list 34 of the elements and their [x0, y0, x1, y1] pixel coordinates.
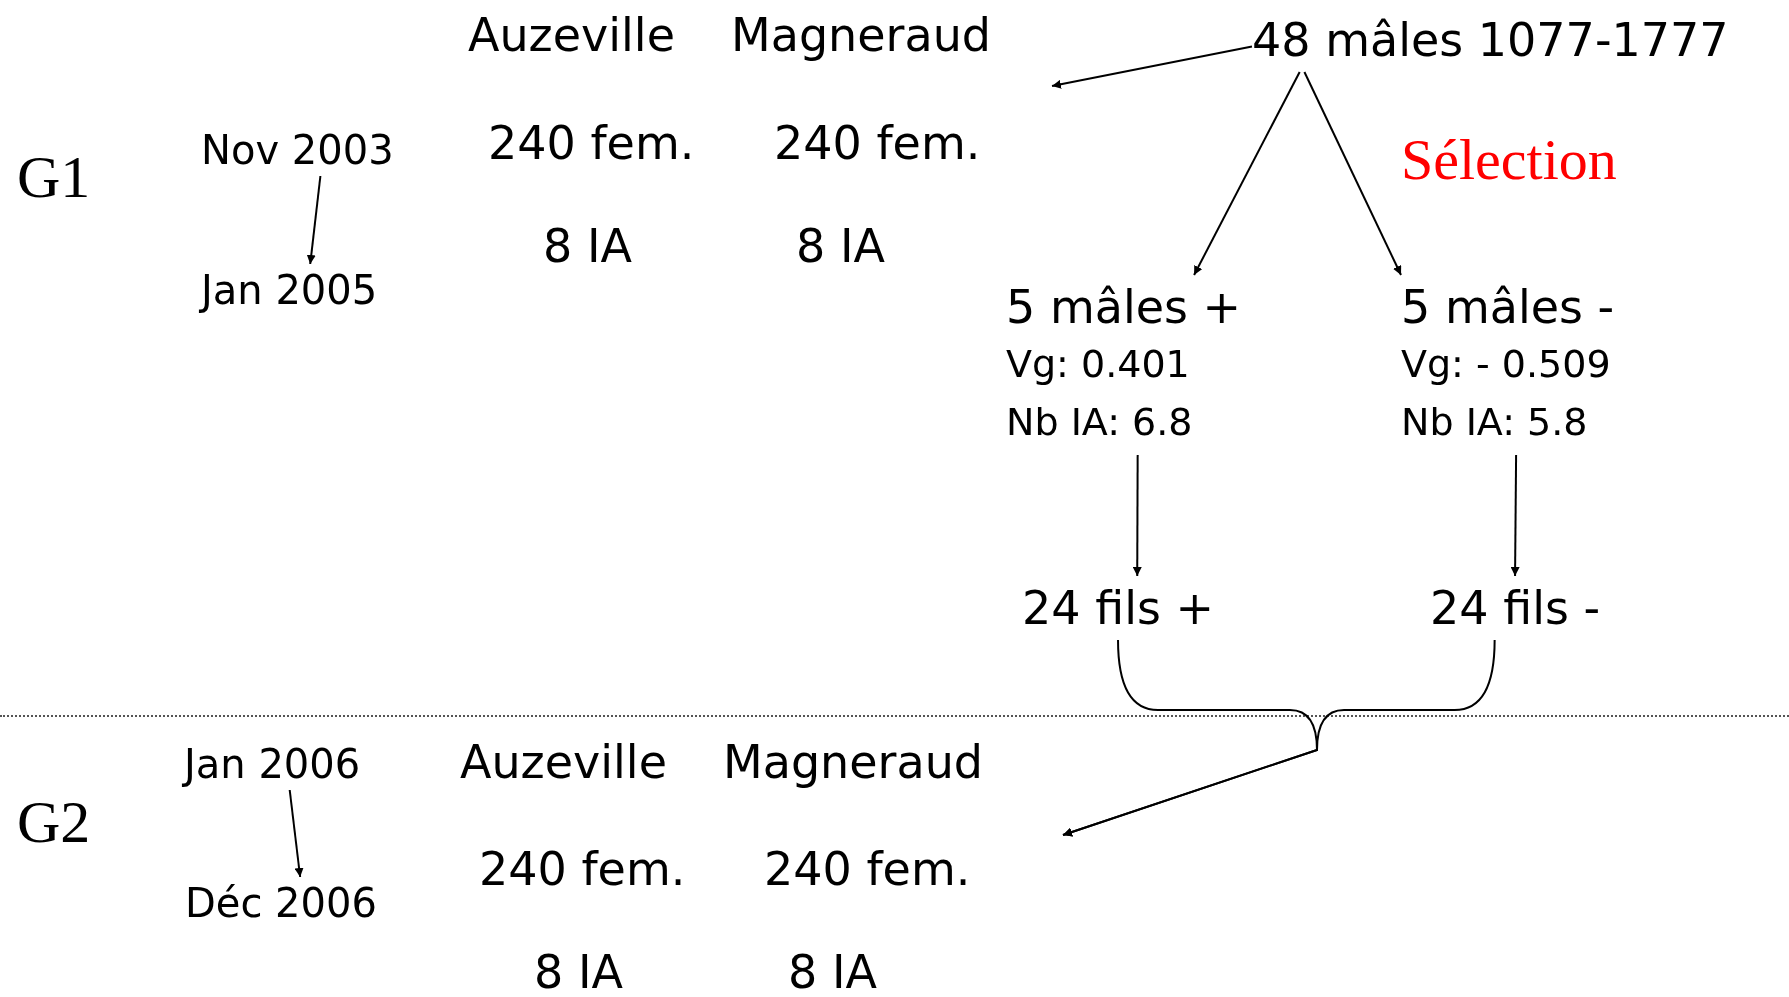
- site-label: Auzeville: [468, 12, 675, 58]
- generation-label: G2: [17, 792, 91, 852]
- arrow: [1132, 454, 1142, 577]
- count-label: 8 IA: [788, 949, 877, 995]
- node-detail: Vg: - 0.509: [1401, 341, 1612, 388]
- count-label: 8 IA: [543, 223, 632, 269]
- node-title: Jan 2005: [201, 268, 378, 312]
- arrow: [1193, 71, 1301, 276]
- count-label: 240 fem.: [488, 120, 695, 166]
- node-detail: Nb IA: 6.8: [1006, 399, 1194, 446]
- arrow: [288, 789, 304, 878]
- node-title: 48 mâles 1077-1777: [1252, 12, 1729, 68]
- arrow: [306, 175, 322, 265]
- arrow: [1051, 45, 1253, 89]
- node-detail: Nb IA: 5.8: [1401, 399, 1589, 446]
- node-title: 5 mâles +: [1006, 279, 1242, 335]
- count-label: 240 fem.: [774, 120, 981, 166]
- node-title: Nov 2003: [201, 128, 394, 172]
- node-title: Jan 2006: [184, 742, 361, 786]
- count-label: 240 fem.: [764, 846, 971, 892]
- node-title: 5 mâles -: [1401, 279, 1615, 335]
- brace-arrow: [1062, 639, 1496, 837]
- count-label: 8 IA: [796, 223, 885, 269]
- node-title: Déc 2006: [185, 881, 377, 925]
- generation-label: G1: [17, 147, 91, 207]
- arrow: [1510, 454, 1520, 577]
- count-label: 8 IA: [534, 949, 623, 995]
- count-label: 240 fem.: [479, 846, 686, 892]
- node-detail: Vg: 0.401: [1006, 341, 1191, 388]
- arrow: [1303, 71, 1402, 276]
- selection-label: Sélection: [1401, 131, 1617, 189]
- node-title: 24 fils -: [1430, 580, 1601, 636]
- site-label: Auzeville: [460, 739, 667, 785]
- node-title: 24 fils +: [1022, 580, 1215, 636]
